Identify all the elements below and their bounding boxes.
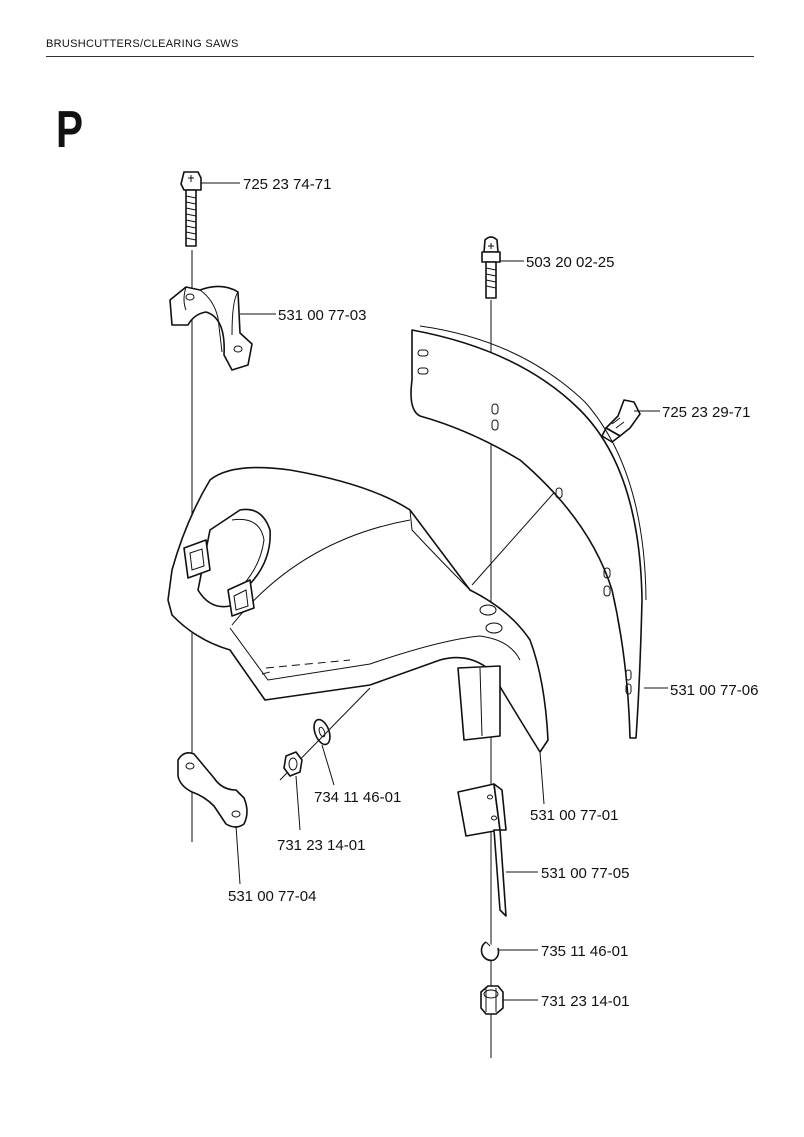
clamp-bottom-part: [177, 752, 248, 828]
cutter-blade-part: [457, 783, 507, 917]
section-letter: P: [56, 101, 84, 159]
bolt-right-part: [601, 399, 641, 443]
guard-part: [167, 466, 549, 753]
bolt-top-left-part: [180, 171, 202, 247]
part-number-clamp-top: 531 00 77-03: [278, 307, 366, 324]
screw-center-part: [481, 236, 501, 299]
part-number-clamp-bottom: 531 00 77-04: [228, 888, 316, 905]
part-number-screw-center: 503 20 02-25: [526, 254, 614, 271]
part-number-washer: 734 11 46-01: [314, 789, 401, 806]
part-number-cutter-blade: 531 00 77-05: [541, 865, 629, 882]
leader-lines: [201, 182, 668, 1001]
clamp-top-part: [169, 285, 253, 371]
part-number-guard: 531 00 77-01: [530, 807, 618, 824]
nut-bottom-part: [480, 985, 504, 1015]
nut-left-part: [283, 751, 303, 777]
guard-extension-part: [410, 325, 647, 739]
part-number-nut-left: 731 23 14-01: [277, 837, 365, 854]
part-number-bolt-top-left: 725 23 74-71: [243, 176, 331, 193]
header-rule: [46, 56, 754, 57]
page-header: BRUSHCUTTERS/CLEARING SAWS: [46, 38, 239, 50]
part-number-nut-bottom: 731 23 14-01: [541, 993, 629, 1010]
part-number-lock-washer: 735 11 46-01: [541, 943, 628, 960]
lock-washer-part: [480, 941, 500, 962]
part-number-bolt-right: 725 23 29-71: [662, 404, 750, 421]
part-number-guard-extension: 531 00 77-06: [670, 682, 758, 699]
